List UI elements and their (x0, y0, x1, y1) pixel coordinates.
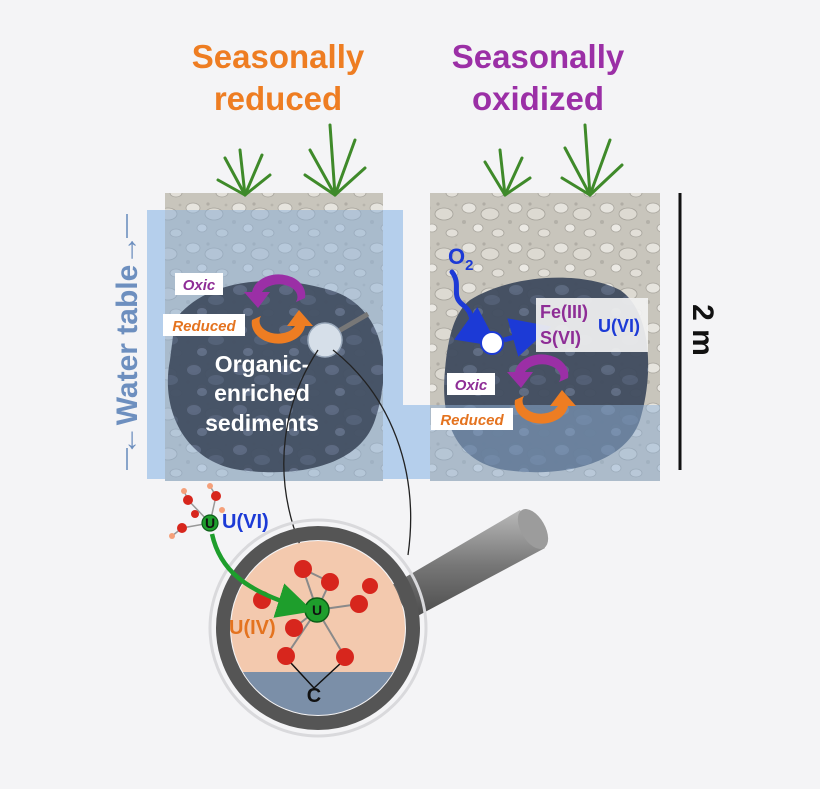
title-oxidized-line1: Seasonally (452, 38, 625, 75)
o2-label: O2 (448, 244, 473, 274)
oxic-label-box (175, 273, 223, 295)
sediment-label-line1: Organic- (215, 351, 310, 377)
magnifying-glass-icon (208, 509, 549, 738)
left-reduced-label: Reduced (172, 318, 236, 335)
cycle-arrows-icon (244, 274, 313, 344)
reduction-arrow (209, 533, 314, 618)
oxidation-site (480, 331, 504, 355)
oxidant-label-box (536, 298, 648, 352)
right-reduced-label: Reduced (440, 412, 504, 429)
sample-spot (307, 322, 343, 358)
oxygen-arrow-icon (449, 269, 499, 347)
carbon-bonds (289, 661, 343, 690)
uranyl-molecule (169, 483, 225, 539)
lens-u-atom-label: U (312, 602, 322, 618)
right-reduced-label-box (431, 408, 513, 430)
reduced-soil-column (165, 193, 383, 481)
u-atom-label: U (205, 515, 215, 531)
zoom-line-right (332, 349, 412, 556)
title-reduced-line2: reduced (214, 80, 342, 117)
water-table-label-bg (110, 238, 144, 448)
sediment-label-line3: sediments (205, 410, 319, 436)
grass-icon (216, 123, 624, 197)
s-label: S(VI) (540, 328, 581, 348)
lens-oxygen-atoms (253, 560, 378, 666)
carbon-label: C (307, 685, 321, 707)
uiv-label: U(IV) (229, 617, 276, 639)
right-cycle-arrows-icon (507, 354, 576, 424)
oxidation-arrow (503, 318, 552, 357)
title-reduced-line1: Seasonally (192, 38, 365, 75)
left-oxic-label: Oxic (183, 277, 216, 294)
water-table-label: ←Water table→ (111, 235, 144, 456)
reduced-label-box (163, 314, 245, 336)
right-oxic-label-box (447, 373, 495, 395)
fe-label: Fe(III) (540, 302, 588, 322)
right-uvi-label: U(VI) (598, 316, 640, 336)
uvi-molecule-label: U(VI) (222, 511, 269, 533)
right-oxic-label: Oxic (455, 377, 488, 394)
zoom-line-left (283, 349, 319, 546)
scale-label: 2 m (686, 304, 719, 356)
title-oxidized-line2: oxidized (472, 80, 604, 117)
